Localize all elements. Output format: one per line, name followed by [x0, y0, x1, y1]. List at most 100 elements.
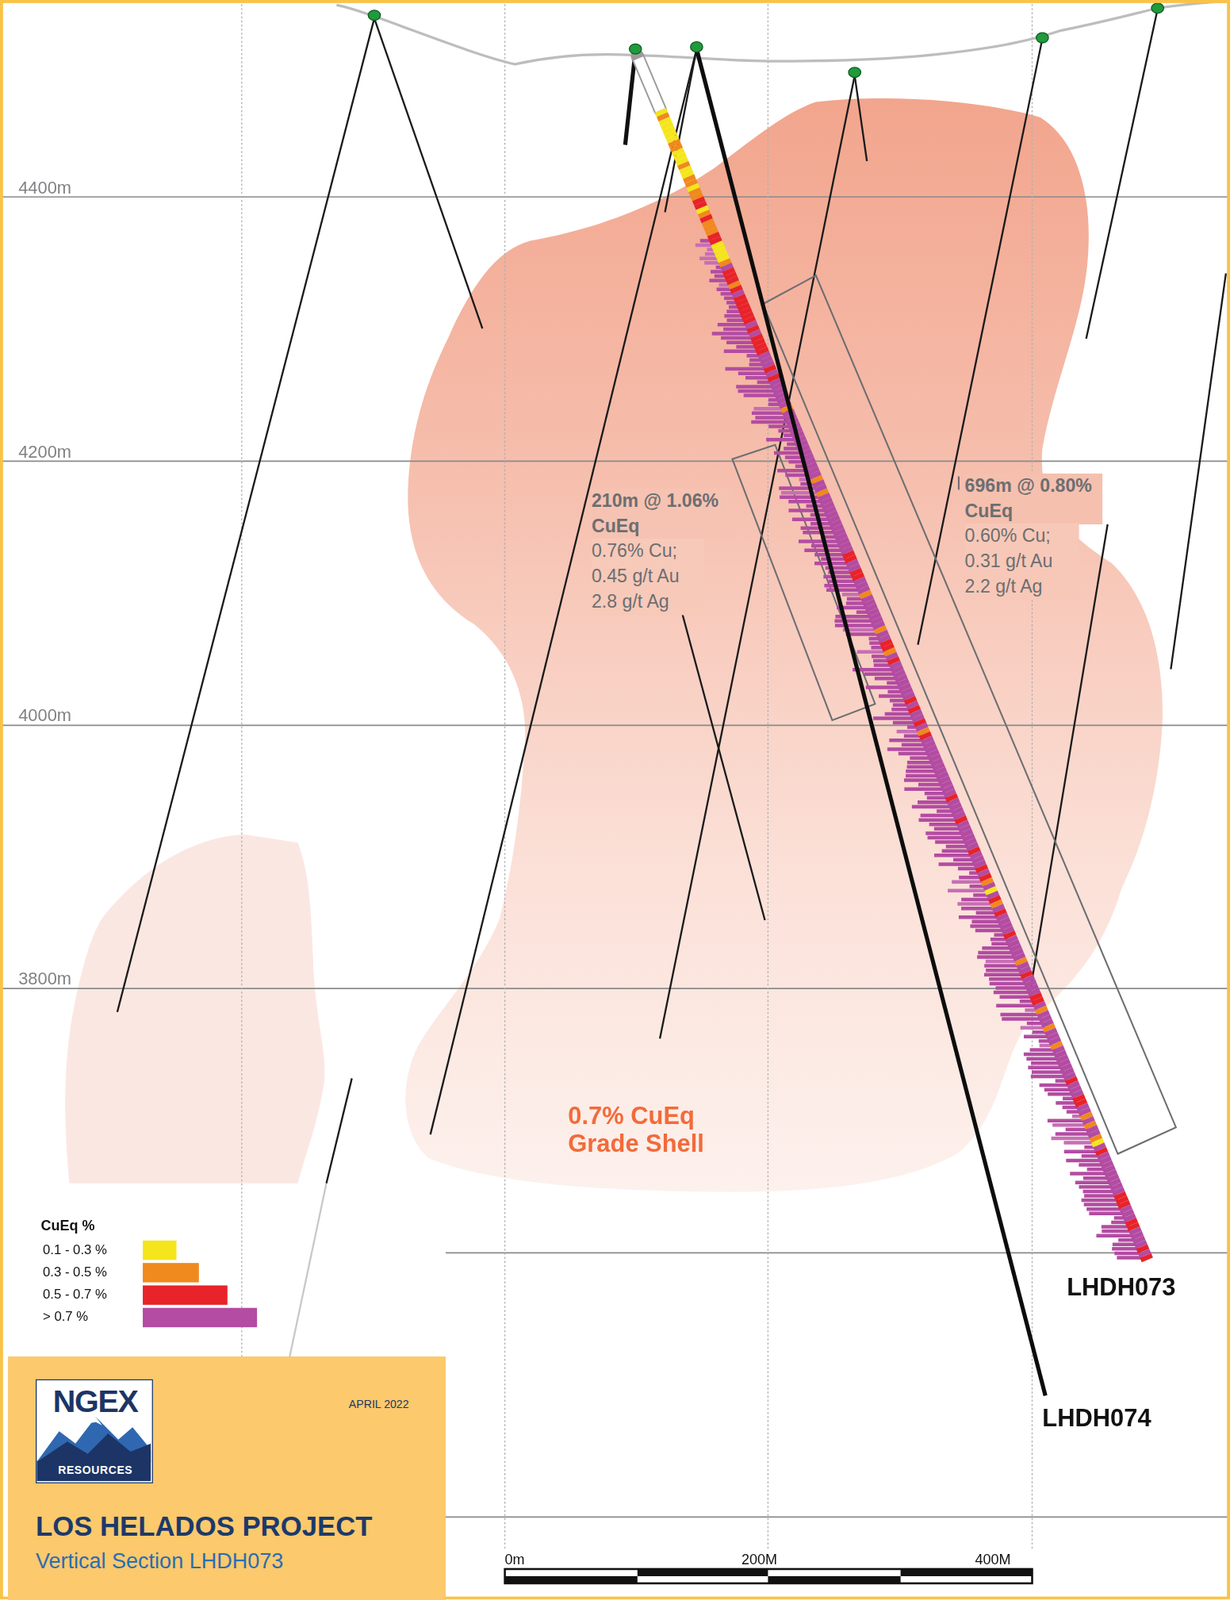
assay-interval [919, 720, 921, 725]
assay-interval [1015, 950, 1018, 955]
grade-bar [971, 919, 1001, 924]
assay-interval [1046, 1020, 1048, 1026]
assay-interval [759, 344, 762, 349]
assay-interval [743, 304, 745, 310]
interval-grades: 0.76% Cu; 0.45 g/t Au 2.8 g/t Ag [591, 538, 704, 615]
grade-bar [1030, 1061, 1061, 1066]
grade-bar [753, 406, 783, 411]
assay-interval [770, 371, 773, 376]
assay-interval [1029, 980, 1031, 986]
assay-interval [935, 759, 938, 765]
assay-interval [948, 790, 951, 796]
assay-interval [1145, 1255, 1147, 1261]
grade-bar [981, 946, 1012, 951]
assay-interval [1084, 1109, 1086, 1115]
grade-bar [934, 853, 973, 858]
assay-interval [971, 843, 974, 849]
grade-bar [988, 977, 1025, 981]
assay-interval [823, 494, 825, 500]
assay-interval [737, 291, 740, 297]
assay-interval [819, 486, 821, 491]
grade-bar [925, 831, 963, 836]
grade-bar [1075, 1180, 1111, 1185]
assay-interval [894, 662, 897, 668]
assay-interval [1118, 1193, 1121, 1199]
assay-interval [1139, 1241, 1142, 1247]
assay-interval [1055, 1042, 1058, 1048]
assay-interval [901, 680, 904, 686]
assay-interval [1132, 1224, 1135, 1230]
assay-interval [735, 287, 737, 292]
assay-interval [978, 862, 981, 867]
legend-row: 0.5 - 0.7 % [42, 1284, 288, 1306]
grade-bar [1088, 1211, 1124, 1216]
grade-bar [1047, 1118, 1085, 1123]
assay-interval [1113, 1180, 1116, 1185]
assay-interval [1087, 1118, 1089, 1123]
assay-interval [1141, 1246, 1144, 1252]
assay-interval [975, 852, 978, 858]
assay-interval [1076, 1091, 1078, 1096]
legend-text: 0.5 - 0.7 % [42, 1286, 108, 1302]
assay-interval [688, 176, 690, 182]
assay-interval [690, 180, 693, 186]
grade-bar [924, 791, 947, 796]
assay-interval [1030, 985, 1033, 991]
grade-bar [934, 827, 962, 832]
grade-bar [1063, 1140, 1094, 1145]
grade-bar [717, 322, 748, 327]
assay-interval [887, 644, 889, 650]
grade-bar [804, 547, 843, 552]
grade-bar [942, 848, 971, 853]
assay-interval [778, 388, 781, 394]
assay-interval [1117, 1188, 1119, 1194]
assay-interval [821, 490, 824, 495]
grade-bar [920, 813, 956, 818]
assay-interval [888, 649, 891, 655]
assay-interval [984, 874, 986, 880]
grade-bar [723, 327, 749, 332]
legend-text: 0.3 - 0.5 % [42, 1263, 108, 1279]
grade-bar [774, 451, 802, 456]
assay-interval [858, 578, 861, 584]
grade-bar [1084, 1202, 1120, 1207]
assay-interval [1080, 1100, 1082, 1106]
grade-bar [834, 619, 873, 624]
assay-interval [879, 627, 882, 633]
grade-bar [720, 336, 753, 341]
grade-bar [907, 760, 933, 765]
assay-interval [904, 685, 906, 690]
assay-interval [784, 402, 786, 407]
assay-interval [957, 812, 960, 818]
assay-interval [816, 477, 818, 483]
assay-interval [881, 632, 883, 637]
assay-interval [1019, 958, 1022, 964]
grade-bar [896, 729, 920, 734]
grade-bar [888, 738, 924, 743]
grade-bar [1055, 1100, 1077, 1105]
grade-bar [857, 650, 886, 655]
grade-bar [901, 743, 926, 748]
assay-interval [973, 848, 975, 854]
assay-interval [703, 211, 706, 217]
assay-interval [1053, 1038, 1056, 1044]
grade-bar [1078, 1162, 1104, 1167]
grade-bar [917, 800, 950, 805]
assay-interval [937, 764, 939, 770]
legend-swatch [142, 1240, 177, 1260]
hole-label: LHDH074 [1042, 1403, 1151, 1432]
assay-interval [1092, 1131, 1095, 1137]
assay-interval [817, 481, 820, 487]
grade-bar [1026, 1056, 1058, 1061]
grade-bar [961, 897, 991, 902]
assay-interval [836, 525, 839, 531]
assay-interval [946, 786, 949, 792]
project-title: LOS HELADOS PROJECT [35, 1510, 372, 1543]
assay-interval [942, 777, 945, 783]
grade-bar [1101, 1224, 1130, 1229]
grade-bar [951, 879, 984, 884]
assay-interval [765, 357, 767, 363]
interval-bracket [693, 275, 1177, 1154]
grade-bar [911, 804, 952, 809]
assay-interval [677, 149, 679, 155]
